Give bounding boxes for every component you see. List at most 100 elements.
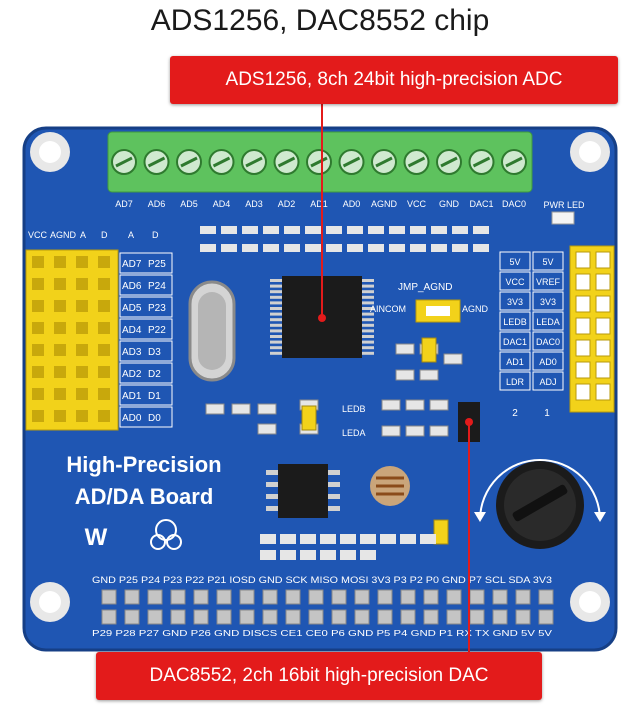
chip-pin xyxy=(362,318,374,322)
right-pin-label-left: DAC1 xyxy=(503,337,527,347)
resistor xyxy=(347,244,363,252)
left-pin-label-d: P25 xyxy=(148,259,166,270)
potentiometer xyxy=(474,459,606,549)
gpio-pin xyxy=(285,609,301,625)
screw-slot xyxy=(180,156,198,168)
chip-pin xyxy=(362,307,374,310)
chip-pin xyxy=(270,279,282,282)
chip-pin xyxy=(362,329,374,333)
terminal-label: AD3 xyxy=(245,199,263,209)
chip-pin xyxy=(270,295,282,299)
jumper-cap xyxy=(575,251,591,269)
photoresistor xyxy=(370,466,410,506)
left-pin-label-d: P23 xyxy=(148,303,166,314)
left-header-d: D xyxy=(101,230,108,240)
resistor xyxy=(431,244,447,252)
capacitor xyxy=(433,519,449,545)
gpio-pin xyxy=(354,609,370,625)
left-pin-label-a: AD2 xyxy=(122,369,142,380)
smd-part xyxy=(405,425,425,437)
gpio-pin xyxy=(469,609,485,625)
jumper-cap xyxy=(595,295,611,313)
gpio-pin xyxy=(331,589,347,605)
chip-pin xyxy=(270,340,282,344)
left-pin-header xyxy=(25,249,119,431)
jumper-cap xyxy=(595,317,611,335)
resistor xyxy=(300,534,316,544)
gpio-pin xyxy=(331,609,347,625)
gpio-pin xyxy=(124,609,140,625)
chip-pin xyxy=(362,335,374,338)
header-pin xyxy=(76,300,88,312)
resistor xyxy=(263,244,279,252)
resistor xyxy=(410,244,426,252)
header-pin xyxy=(32,322,44,334)
gpio-pin xyxy=(101,589,117,605)
mounting-hole-tr xyxy=(570,132,610,172)
dac-callout: DAC8552, 2ch 16bit high-precision DAC xyxy=(96,652,542,700)
pcb-edge xyxy=(22,126,618,652)
resistor xyxy=(368,226,384,234)
board-name-line2: AD/DA Board xyxy=(75,484,214,509)
left-pin-label-a: AD0 xyxy=(122,413,142,424)
header-pin xyxy=(32,388,44,400)
screw-slot xyxy=(115,156,133,168)
gpio-pin xyxy=(101,609,117,625)
smd-part xyxy=(381,399,401,411)
right-pin-box xyxy=(499,371,531,391)
chip-pin xyxy=(270,290,282,294)
resistor xyxy=(431,226,447,234)
gpio-pin xyxy=(262,589,278,605)
resistor xyxy=(260,534,276,544)
resistor xyxy=(305,244,321,252)
chip-pin xyxy=(270,346,282,350)
resistor xyxy=(340,534,356,544)
left-header-a: A xyxy=(80,230,86,240)
dac-pointer-dot xyxy=(465,418,473,426)
gpio-pin xyxy=(147,589,163,605)
gpio-pin xyxy=(538,609,554,625)
header-pin xyxy=(32,256,44,268)
capacitor xyxy=(301,405,317,431)
right-pin-label-right: 3V3 xyxy=(540,297,556,307)
left-pin-box xyxy=(119,362,173,384)
left-pin-box xyxy=(119,296,173,318)
right-pin-label-left: 3V3 xyxy=(507,297,523,307)
resistor xyxy=(221,226,237,234)
gpio-pin xyxy=(515,609,531,625)
gpio-pin xyxy=(193,589,209,605)
right-pin-box xyxy=(532,351,564,371)
chip-pin xyxy=(362,295,374,299)
resistor xyxy=(410,226,426,234)
left-pin-label-a: AD5 xyxy=(122,303,142,314)
screw-slot xyxy=(310,156,328,168)
chip-pin xyxy=(266,470,278,475)
resistor xyxy=(326,226,342,234)
right-pin-box xyxy=(532,251,564,271)
header-pin xyxy=(76,322,88,334)
right-pin-box xyxy=(532,271,564,291)
gpio-pin xyxy=(193,609,209,625)
right-pin-label-left: AD1 xyxy=(506,357,524,367)
terminal-label: AD7 xyxy=(115,199,133,209)
pwr-led xyxy=(551,211,575,225)
resistor xyxy=(280,550,296,560)
chip-pin xyxy=(362,346,374,350)
header-pin xyxy=(54,388,66,400)
jumper-cap xyxy=(575,273,591,291)
right-jumper-header xyxy=(569,245,615,413)
right-pin-label-right: DAC0 xyxy=(536,337,560,347)
jumper-cap xyxy=(575,317,591,335)
jumper-cap xyxy=(595,361,611,379)
left-pin-label-d: D0 xyxy=(148,413,161,424)
left-pin-label-a: AD4 xyxy=(122,325,142,336)
right-pin-box xyxy=(499,351,531,371)
right-pin-box xyxy=(499,311,531,331)
chip-pin xyxy=(270,335,282,338)
gpio-pin xyxy=(423,589,439,605)
mounting-hole-tl xyxy=(30,132,70,172)
gpio-pin xyxy=(124,589,140,605)
screw-terminals xyxy=(111,149,527,175)
